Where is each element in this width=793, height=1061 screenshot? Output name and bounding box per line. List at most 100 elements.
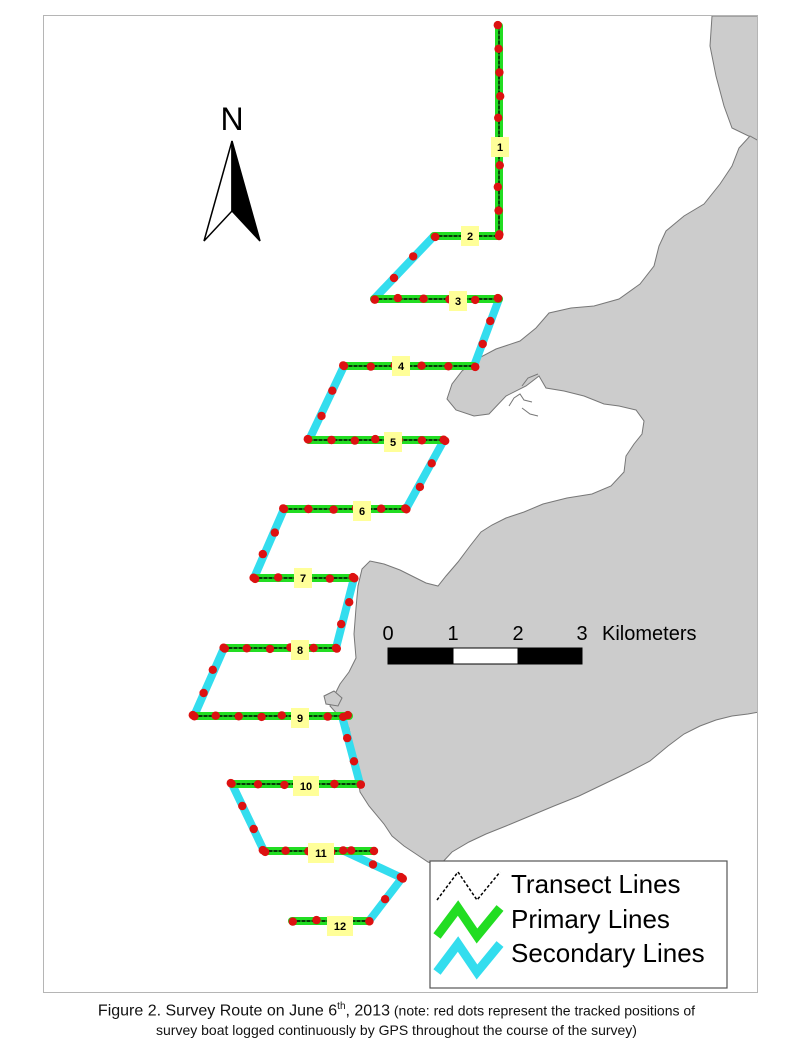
transect-label-10: 10 <box>293 776 319 796</box>
transect-label-3: 3 <box>449 291 467 311</box>
gps-dot <box>493 20 502 30</box>
transect-label-2: 2 <box>461 226 479 246</box>
gps-dot <box>190 712 199 721</box>
transect-label-9: 9 <box>291 708 309 728</box>
gps-dot <box>494 231 504 241</box>
svg-text:3: 3 <box>455 296 461 308</box>
gps-dot <box>427 459 436 468</box>
svg-text:9: 9 <box>297 713 303 725</box>
land-small-island <box>323 690 343 707</box>
gps-dot <box>253 780 263 789</box>
transect-label-8: 8 <box>291 640 309 660</box>
gps-dot <box>496 92 505 101</box>
gps-dot <box>327 435 336 445</box>
gps-dot <box>478 339 487 349</box>
transect-label-1: 1 <box>491 137 509 157</box>
gps-dot <box>494 113 503 123</box>
gps-dot <box>371 434 380 444</box>
legend-item-transect: Transect Lines <box>436 869 681 902</box>
gps-dot <box>329 505 338 514</box>
transect-label-6: 6 <box>353 501 371 521</box>
gps-dot <box>343 733 352 743</box>
gps-dot <box>417 361 426 370</box>
gps-dot <box>257 712 266 722</box>
secondary-line-5 <box>250 505 288 582</box>
gps-dot <box>494 206 503 215</box>
gps-dot <box>493 293 502 303</box>
gps-dot <box>444 362 453 371</box>
caption-superscript: th <box>337 1001 346 1012</box>
secondary-line-4 <box>402 436 448 513</box>
scale-tick-2: 2 <box>512 623 523 645</box>
gps-dot <box>331 643 341 653</box>
scale-tick-3: 3 <box>576 623 587 645</box>
scale-tick-0: 0 <box>382 623 393 645</box>
legend-label-secondary: Secondary Lines <box>511 938 705 968</box>
north-label: N <box>220 101 243 137</box>
secondary-lines <box>190 232 503 925</box>
gps-dot <box>350 436 359 445</box>
caption-prefix: Figure 2. Survey Route on June 6 <box>97 1002 338 1020</box>
land-northeast <box>709 16 757 141</box>
secondary-line-9 <box>228 780 268 855</box>
caption-note-line1: (note: red dots represent the tracked po… <box>390 1002 696 1019</box>
gps-dot <box>279 504 289 514</box>
svg-text:6: 6 <box>359 506 365 518</box>
gps-dot <box>396 872 405 882</box>
caption-note-line2: survey boat logged continuously by GPS t… <box>156 1022 637 1038</box>
svg-text:11: 11 <box>315 848 327 860</box>
legend-item-secondary: Secondary Lines <box>433 936 705 980</box>
gps-dot <box>486 316 495 326</box>
gps-dot <box>419 294 428 303</box>
secondary-line-3 <box>305 362 348 444</box>
gps-dot <box>323 712 332 721</box>
secondary-line-7 <box>190 644 228 720</box>
gps-dot <box>347 846 356 855</box>
transect-label-5: 5 <box>384 432 402 452</box>
scale-tick-1: 1 <box>447 623 458 645</box>
svg-text:2: 2 <box>467 231 473 243</box>
svg-text:12: 12 <box>334 921 346 933</box>
gps-dot <box>249 824 258 834</box>
gps-dot <box>377 504 386 513</box>
gps-dot <box>356 780 365 789</box>
gps-dot <box>495 161 504 170</box>
gps-dot <box>415 482 425 492</box>
legend-label-transect: Transect Lines <box>511 869 681 899</box>
gps-dot <box>281 846 290 855</box>
gps-dot <box>258 549 267 559</box>
secondary-line-2 <box>470 295 503 370</box>
figure-caption: Figure 2. Survey Route on June 6th, 2013… <box>0 1001 793 1020</box>
gps-dot <box>330 779 339 789</box>
secondary-line-6 <box>332 574 358 652</box>
gps-dot <box>199 688 208 698</box>
north-arrow: N <box>203 101 261 242</box>
gps-dot <box>208 665 217 674</box>
gps-dot <box>471 362 480 372</box>
gps-dot <box>265 644 275 654</box>
secondary-line-8 <box>338 712 364 788</box>
gps-dot <box>409 252 418 261</box>
gps-dot <box>220 644 229 653</box>
interior-creeks <box>508 373 539 417</box>
secondary-line-1 <box>370 232 438 303</box>
secondary-line-icon <box>433 936 504 980</box>
gps-dot <box>389 273 399 283</box>
gps-dot <box>494 44 503 53</box>
gps-dot <box>337 619 346 629</box>
gps-dot <box>339 846 348 855</box>
gps-dot <box>339 361 348 370</box>
svg-text:4: 4 <box>398 361 405 373</box>
transect-label-4: 4 <box>392 356 410 376</box>
legend: Transect Lines Primary Lines Secondary L… <box>429 860 728 989</box>
gps-dot <box>366 362 375 371</box>
gps-dot <box>303 434 312 444</box>
gps-dot <box>393 293 402 303</box>
gps-dot <box>280 780 289 790</box>
scale-unit: Kilometers <box>602 623 696 645</box>
gps-dot <box>238 801 247 811</box>
gps-dot <box>249 573 258 582</box>
